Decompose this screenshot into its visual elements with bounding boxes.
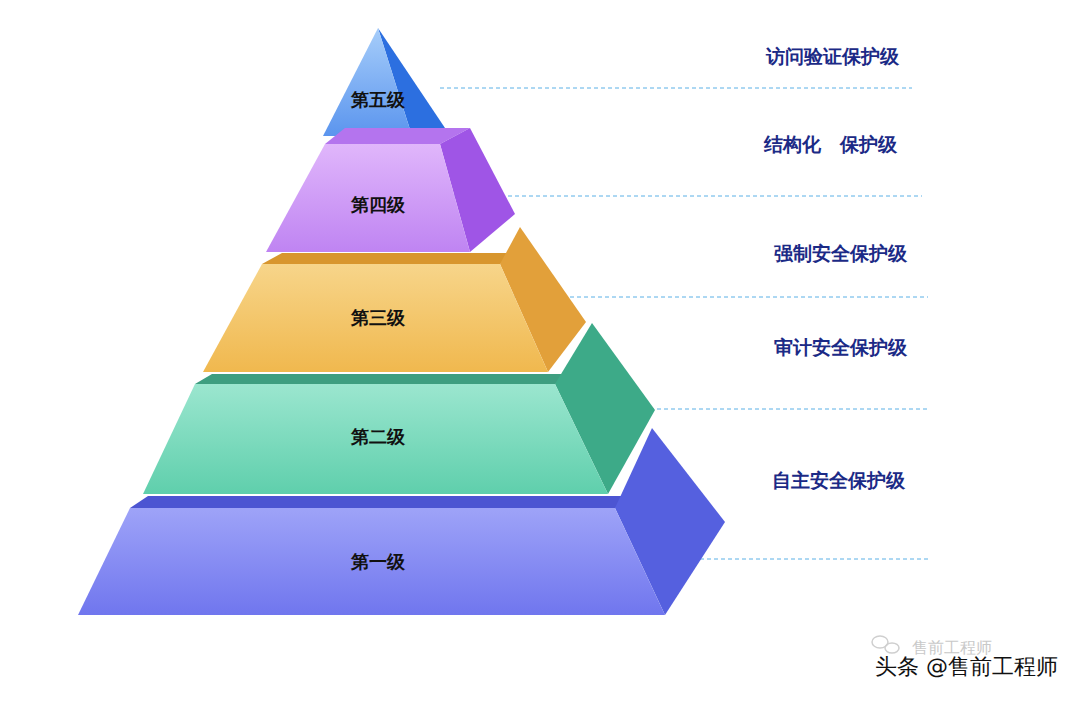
tier-label: 第三级 [351,306,405,330]
tier-label: 第五级 [351,88,405,112]
watermark: 头条 @售前工程师 [875,652,1058,682]
tier-shape [266,128,515,252]
tier-label: 第一级 [351,550,405,574]
level-name: 审计安全保护级 [774,335,907,361]
tier-shape [143,323,655,494]
pyramid-tier: 第四级 [266,128,515,252]
pyramid-tier: 第三级 [203,227,586,372]
tier-shape [78,428,725,615]
tier-label: 第四级 [351,193,405,217]
pyramid-tier: 第二级 [143,323,655,494]
level-name: 访问验证保护级 [766,44,899,70]
level-name: 自主安全保护级 [772,468,905,494]
pyramid-tier: 第一级 [78,428,725,615]
pyramid-tier: 第五级 [323,28,445,136]
tier-label: 第二级 [351,425,405,449]
level-name: 结构化 保护级 [764,132,897,158]
level-name: 强制安全保护级 [774,241,907,267]
tier-shape [203,227,586,372]
tier-shape [323,28,445,136]
